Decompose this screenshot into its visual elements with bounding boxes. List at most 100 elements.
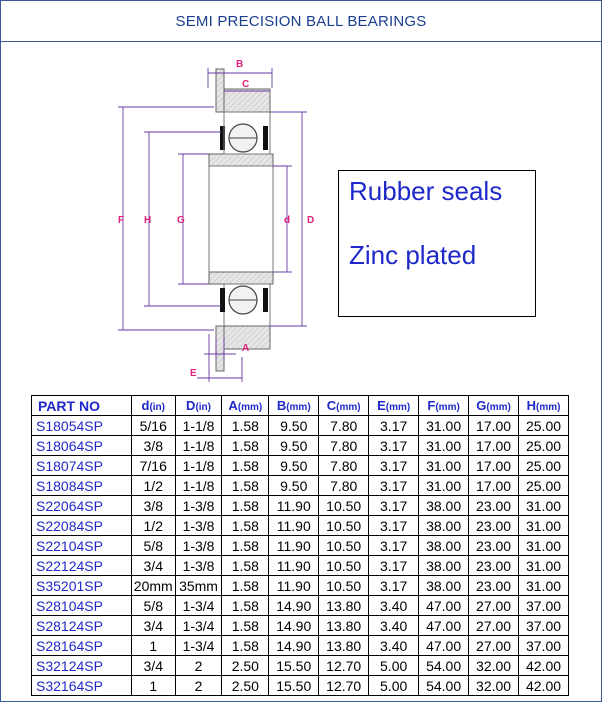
table-cell: 5/8 [130, 595, 176, 616]
table-cell: 1.58 [221, 435, 270, 456]
table-cell: 47.00 [418, 615, 470, 636]
table-cell: 11.90 [268, 495, 320, 516]
table-cell: 31.00 [518, 555, 569, 576]
dim-label-a: A [242, 343, 249, 354]
table-cell: 1.58 [221, 455, 270, 476]
table-cell: 1-1/8 [174, 435, 223, 456]
table-cell: 25.00 [518, 475, 569, 496]
table-cell: 10.50 [318, 495, 370, 516]
table-cell: 23.00 [468, 495, 520, 516]
table-cell: 10.50 [318, 555, 370, 576]
table-cell: 25.00 [518, 455, 569, 476]
table-cell: 1-3/4 [174, 615, 223, 636]
bearing-diagram: B C F H G d D A E Rubber seals Zinc plat… [1, 42, 601, 395]
table-cell: 7.80 [318, 455, 370, 476]
table-cell: 3/4 [130, 655, 176, 676]
column-header-label: F [427, 398, 436, 413]
table-cell: 10.50 [318, 575, 370, 596]
table-cell: 11.90 [268, 555, 320, 576]
table-cell: 3/4 [130, 555, 176, 576]
part-number-cell: S18084SP [31, 475, 132, 496]
table-cell: 11.90 [268, 535, 320, 556]
column-header-unit: (mm) [237, 402, 263, 413]
table-cell: 1-3/8 [174, 535, 223, 556]
table-cell: 2 [174, 655, 223, 676]
table-cell: 1-3/4 [174, 595, 223, 616]
table-cell: 1-3/8 [174, 555, 223, 576]
column-header-d-large: D(in) [174, 395, 223, 416]
table-cell: 20mm [130, 575, 176, 596]
table-cell: 9.50 [268, 475, 320, 496]
table-cell: 31.00 [418, 475, 470, 496]
table-cell: 3.17 [368, 455, 420, 476]
column-header-label: D [186, 398, 196, 413]
table-cell: 7.80 [318, 435, 370, 456]
table-cell: 31.00 [518, 495, 569, 516]
bearing-bottom-section [208, 271, 274, 372]
part-number-cell: S18064SP [31, 435, 132, 456]
column-header-label: G [476, 398, 487, 413]
table-cell: 54.00 [418, 655, 470, 676]
table-cell: 38.00 [418, 535, 470, 556]
bearing-bore [208, 165, 274, 273]
column-header-h: H(mm) [518, 395, 569, 416]
table-cell: 27.00 [468, 615, 520, 636]
table-cell: 14.90 [268, 615, 320, 636]
part-number-cell: S28124SP [31, 615, 132, 636]
part-number-cell: S22064SP [31, 495, 132, 516]
table-cell: 15.50 [268, 675, 320, 696]
table-cell: 3.17 [368, 415, 420, 436]
table-cell: 1/2 [130, 515, 176, 536]
table-cell: 38.00 [418, 555, 470, 576]
column-header-d: d(in) [130, 395, 176, 416]
dim-label-c: C [242, 79, 249, 90]
table-cell: 54.00 [418, 675, 470, 696]
table-cell: 3.17 [368, 475, 420, 496]
table-cell: 25.00 [518, 415, 569, 436]
table-cell: 1-1/8 [174, 475, 223, 496]
table-cell: 1.58 [221, 595, 270, 616]
column-header-label: C [326, 398, 337, 413]
table-cell: 31.00 [518, 575, 569, 596]
dim-label-d-small: d [284, 215, 290, 226]
dimension-labels: B C F H G d D A E [118, 59, 314, 379]
table-cell: 10.50 [318, 515, 370, 536]
column-header-unit: (mm) [336, 402, 361, 413]
part-number-cell: S28104SP [31, 595, 132, 616]
table-cell: 9.50 [268, 455, 320, 476]
table-cell: 37.00 [518, 635, 569, 656]
table-cell: 47.00 [418, 635, 470, 656]
table-cell: 12.70 [318, 675, 370, 696]
table-cell: 2 [174, 675, 223, 696]
table-cell: 32.00 [468, 655, 520, 676]
table-cell: 23.00 [468, 535, 520, 556]
table-cell: 17.00 [468, 455, 520, 476]
column-header-label: d [141, 398, 150, 413]
table-cell: 3.40 [368, 615, 420, 636]
column-header-unit: (mm) [535, 402, 561, 413]
column-header-label: E [377, 398, 386, 413]
dim-label-e: E [190, 368, 197, 379]
column-header-unit: (mm) [435, 402, 460, 413]
table-cell: 3.40 [368, 595, 420, 616]
table-cell: 5.00 [368, 655, 420, 676]
table-cell: 3/4 [130, 615, 176, 636]
table-cell: 1.58 [221, 615, 270, 636]
table-cell: 3.17 [368, 435, 420, 456]
table-cell: 23.00 [468, 555, 520, 576]
table-cell: 17.00 [468, 435, 520, 456]
table-cell: 23.00 [468, 575, 520, 596]
column-header-f: F(mm) [418, 395, 470, 416]
table-cell: 17.00 [468, 475, 520, 496]
part-number-cell: S32164SP [31, 675, 132, 696]
